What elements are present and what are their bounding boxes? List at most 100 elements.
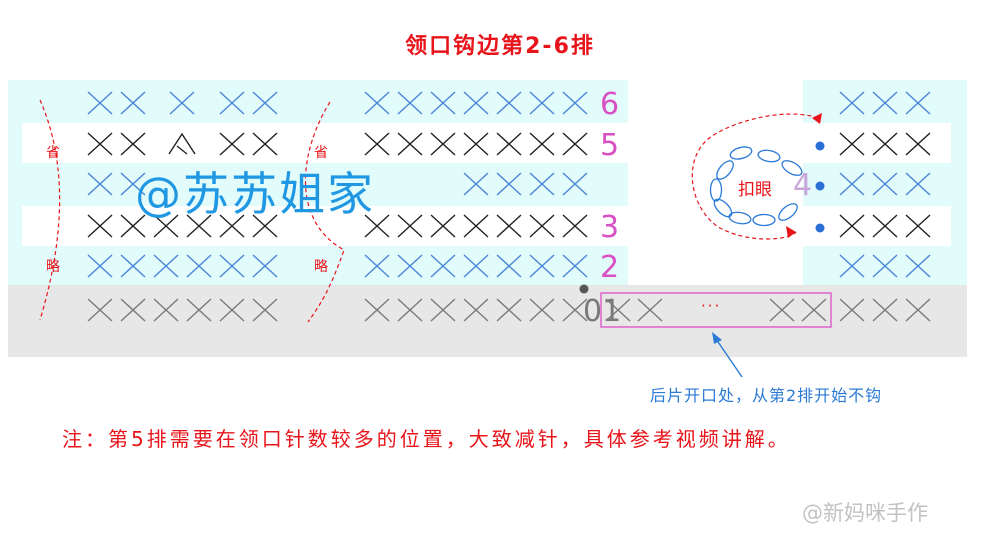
row-number: 3: [600, 210, 619, 245]
band-cyan-right: [803, 80, 967, 285]
stitch-x: [186, 298, 212, 322]
bead-dot: [815, 141, 825, 151]
stitch-x: [496, 91, 522, 115]
stitch-x: [430, 91, 456, 115]
stitch-x: [529, 254, 555, 278]
stitch-x: [562, 254, 588, 278]
row-white-5-right: [803, 123, 951, 163]
stitch-x: [463, 298, 489, 322]
stitch-x: [153, 298, 179, 322]
stitch-x: [562, 172, 588, 196]
stitch-x: [252, 298, 278, 322]
stitch-x: [120, 132, 146, 156]
stitch-x: [120, 91, 146, 115]
stitch-x: [905, 172, 931, 196]
stitch-x: [430, 254, 456, 278]
stitch-x: [496, 298, 522, 322]
omit-label-top-left: 省: [46, 145, 60, 161]
stitch-x: [496, 254, 522, 278]
stitch-x: [463, 91, 489, 115]
chain-oval: [716, 160, 734, 180]
stitch-x: [364, 254, 390, 278]
chain-oval: [709, 178, 723, 202]
stitch-x: [463, 172, 489, 196]
stitch-x: [87, 214, 113, 238]
buttonhole-chain: [709, 146, 803, 227]
stitch-x: [529, 298, 555, 322]
stitch-x: [252, 91, 278, 115]
row-number: 5: [600, 128, 619, 163]
bead-dot-row1: [579, 284, 589, 294]
decrease-caret-icon: [168, 132, 196, 155]
stitch-x: [905, 91, 931, 115]
instruction-note: 注：第5排需要在领口针数较多的位置，大致减针，具体参考视频讲解。: [62, 427, 791, 451]
stitch-x: [120, 254, 146, 278]
stitch-x: [463, 254, 489, 278]
stitch-x: [364, 91, 390, 115]
chain-oval: [713, 198, 733, 218]
stitch-x: [252, 214, 278, 238]
back-opening-box: [600, 292, 832, 328]
stitch-x: [562, 298, 588, 322]
chain-oval: [778, 203, 798, 221]
stitch-x: [87, 298, 113, 322]
stitch-x: [219, 214, 245, 238]
stitch-x: [397, 214, 423, 238]
row-white-3-right: [803, 206, 951, 246]
stitch-x: [529, 91, 555, 115]
stitch-x: [252, 254, 278, 278]
stitch-x: [87, 132, 113, 156]
omit-curve-left: [39, 99, 61, 321]
back-opening-caption: 后片开口处，从第2排开始不钩: [650, 386, 883, 405]
stitch-x: [529, 172, 555, 196]
stitch-x: [872, 91, 898, 115]
omit-label-bottom-mid: 略: [314, 259, 328, 275]
stitch-x: [364, 132, 390, 156]
stitch-x: [153, 254, 179, 278]
row-number: 2: [600, 250, 619, 285]
stitch-x: [839, 91, 865, 115]
stitch-x: [186, 254, 212, 278]
stitch-x: [905, 132, 931, 156]
arrowhead-in: [812, 113, 822, 124]
stitch-x: [905, 254, 931, 278]
arrowhead-out: [786, 226, 796, 238]
stitch-x: [219, 254, 245, 278]
stitch-x: [463, 214, 489, 238]
stitch-x: [872, 132, 898, 156]
ellipsis: ···: [701, 297, 722, 315]
stitch-x: [87, 254, 113, 278]
omit-label-top-mid: 省: [314, 145, 328, 161]
caption-arrow-line: [713, 335, 743, 378]
stitch-x: [87, 91, 113, 115]
stitch-x: [801, 298, 827, 322]
stitch-x: [872, 254, 898, 278]
row-number: 01: [583, 294, 621, 329]
stitch-x: [430, 214, 456, 238]
stitch-x: [463, 132, 489, 156]
chain-oval: [757, 149, 781, 163]
chain-oval: [752, 213, 776, 227]
stitch-symbols: [87, 91, 931, 322]
stitch-x: [562, 214, 588, 238]
bead-dot: [815, 181, 825, 191]
stitch-x: [839, 172, 865, 196]
stitch-x: [529, 132, 555, 156]
stitch-x: [872, 172, 898, 196]
stitch-x: [219, 298, 245, 322]
stitch-x: [839, 132, 865, 156]
stitch-x: [397, 254, 423, 278]
stitch-x: [905, 298, 931, 322]
stitch-x: [153, 214, 179, 238]
stitch-x: [252, 132, 278, 156]
caption-arrowhead: [712, 332, 722, 344]
stitch-x: [120, 214, 146, 238]
stitch-x: [529, 214, 555, 238]
stitch-x: [562, 91, 588, 115]
stitch-x: [397, 298, 423, 322]
stitch-x: [219, 91, 245, 115]
row-white-5-left: [22, 123, 628, 163]
